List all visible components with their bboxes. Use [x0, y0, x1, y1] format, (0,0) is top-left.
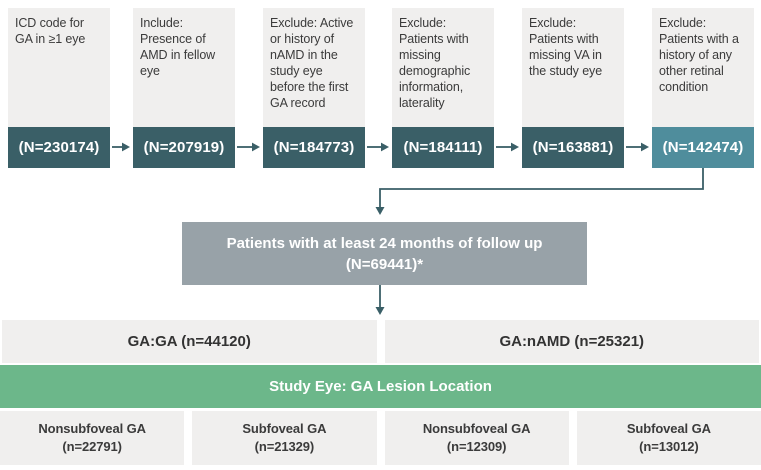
step-description: Include: Presence of AMD in fellow eye	[133, 8, 235, 127]
step-description: Exclude: Patients with a history of any …	[652, 8, 754, 127]
lesion-cell-subfoveal-gaga: Subfoveal GA (n=21329)	[192, 411, 377, 465]
step-count-badge: (N=230174)	[8, 127, 110, 168]
flow-step-include-amd: Include: Presence of AMD in fellow eye (…	[133, 8, 235, 168]
lesion-cell-label: Nonsubfoveal GA	[38, 421, 146, 436]
arrowhead-step5-step6	[641, 142, 649, 152]
lesion-cell-count: (n=22791)	[62, 439, 122, 454]
flow-step-exclude-namd: Exclude: Active or history of nAMD in th…	[263, 8, 365, 168]
flow-step-exclude-demographics: Exclude: Patients with missing demograph…	[392, 8, 494, 168]
arrowhead-step1-step2	[122, 142, 130, 152]
cohort-cell-ga-namd: GA:nAMD (n=25321)	[384, 320, 759, 363]
arrowhead-to-followup	[375, 207, 385, 215]
step-count-badge: (N=142474)	[652, 127, 754, 168]
lesion-cell-count: (n=13012)	[639, 439, 699, 454]
arrowhead-step3-step4	[381, 142, 389, 152]
lesion-row: Nonsubfoveal GA (n=22791) Subfoveal GA (…	[0, 411, 761, 465]
arrowhead-step4-step5	[511, 142, 519, 152]
step-count-badge: (N=184111)	[392, 127, 494, 168]
followup-count: (N=69441)*	[345, 255, 424, 273]
lesion-cell-subfoveal-ganamd: Subfoveal GA (n=13012)	[576, 411, 761, 465]
cohort-cell-ga-ga: GA:GA (n=44120)	[2, 320, 377, 363]
step-description: Exclude: Patients with missing demograph…	[392, 8, 494, 127]
followup-line1: Patients with at least 24 months of foll…	[226, 234, 543, 252]
step-description: Exclude: Patients with missing VA in the…	[522, 8, 624, 127]
lesion-cell-nonsubfoveal-gaga: Nonsubfoveal GA (n=22791)	[0, 411, 185, 465]
step-description: ICD code for GA in ≥1 eye	[8, 8, 110, 127]
arrowhead-to-cohorts	[375, 307, 385, 315]
flow-step-icd-code: ICD code for GA in ≥1 eye (N=230174)	[8, 8, 110, 168]
step-count-badge: (N=184773)	[263, 127, 365, 168]
lesion-location-header: Study Eye: GA Lesion Location	[0, 365, 761, 408]
step-description: Exclude: Active or history of nAMD in th…	[263, 8, 365, 127]
flow-step-exclude-missing-va: Exclude: Patients with missing VA in the…	[522, 8, 624, 168]
arrowhead-step2-step3	[252, 142, 260, 152]
lesion-cell-label: Subfoveal GA	[626, 421, 711, 436]
flow-step-exclude-retinal-condition: Exclude: Patients with a history of any …	[652, 8, 754, 168]
lesion-cell-nonsubfoveal-ganamd: Nonsubfoveal GA (n=12309)	[384, 411, 569, 465]
step-count-badge: (N=163881)	[522, 127, 624, 168]
lesion-cell-count: (n=21329)	[254, 439, 315, 454]
cohort-row: GA:GA (n=44120) GA:nAMD (n=25321)	[2, 320, 759, 363]
step-count-badge: (N=207919)	[133, 127, 235, 168]
followup-box: Patients with at least 24 months of foll…	[182, 222, 587, 285]
lesion-cell-count: (n=12309)	[446, 439, 507, 454]
elbow-step6-to-followup	[379, 168, 704, 207]
lesion-cell-label: Subfoveal GA	[242, 421, 327, 436]
lesion-cell-label: Nonsubfoveal GA	[422, 421, 531, 436]
